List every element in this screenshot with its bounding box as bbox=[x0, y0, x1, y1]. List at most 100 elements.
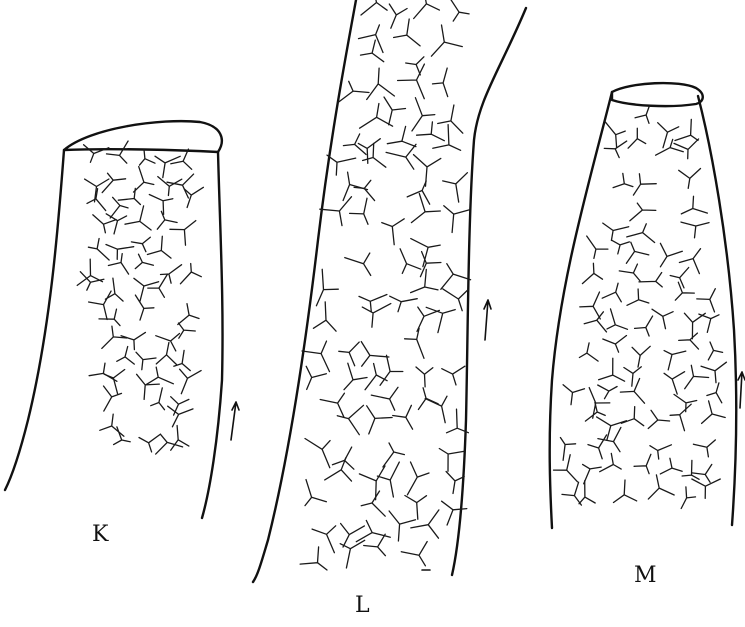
cell-junction bbox=[354, 180, 375, 200]
cell-junction bbox=[140, 150, 156, 166]
cell-junction bbox=[367, 68, 395, 99]
cell-junction bbox=[431, 25, 462, 56]
cell-junction bbox=[699, 314, 719, 332]
cell-junction bbox=[627, 224, 655, 243]
cell-junction bbox=[343, 134, 366, 155]
cell-junction bbox=[697, 289, 716, 312]
cell-junction bbox=[670, 404, 691, 431]
cell-junction bbox=[184, 187, 203, 207]
cell-junction bbox=[102, 173, 125, 192]
cell-junction bbox=[135, 254, 153, 268]
cell-junction bbox=[147, 236, 171, 258]
cell-junction bbox=[146, 367, 173, 385]
cell-junction bbox=[587, 236, 608, 258]
cell-junction bbox=[384, 97, 406, 125]
panel-l-tube-left-edge bbox=[253, 0, 356, 582]
cell-junction bbox=[652, 309, 673, 329]
cell-junction bbox=[613, 173, 633, 187]
cell-junction bbox=[344, 363, 367, 390]
panel-m-cell-network bbox=[554, 106, 727, 509]
cell-junction bbox=[339, 342, 359, 366]
cell-junction bbox=[350, 198, 368, 224]
cell-junction bbox=[106, 245, 134, 260]
panel-m-arrow-icon bbox=[738, 372, 745, 408]
cell-junction bbox=[134, 167, 154, 193]
cell-junction bbox=[361, 0, 387, 15]
cell-junction bbox=[582, 263, 602, 283]
cell-junction bbox=[675, 282, 694, 300]
cell-junction bbox=[635, 316, 653, 336]
cell-junction bbox=[443, 289, 468, 311]
cell-junction bbox=[664, 351, 686, 370]
cell-junction bbox=[180, 264, 201, 284]
cell-junction bbox=[118, 188, 140, 204]
cell-junction bbox=[628, 128, 646, 148]
cell-junction bbox=[597, 417, 627, 440]
cell-junction bbox=[387, 126, 416, 146]
cell-junction bbox=[414, 155, 441, 187]
cell-junction bbox=[630, 203, 656, 221]
cell-junction bbox=[603, 336, 627, 353]
cell-junction bbox=[359, 466, 385, 500]
cell-junction bbox=[151, 388, 165, 410]
panel-m-tube-right-edge bbox=[698, 96, 736, 525]
cell-junction bbox=[360, 104, 393, 129]
cell-junction bbox=[580, 292, 601, 319]
panel-l-cell-network bbox=[300, 0, 471, 570]
cell-junction bbox=[604, 141, 626, 158]
cell-junction bbox=[131, 237, 150, 252]
cell-junction bbox=[361, 40, 384, 62]
cell-junction bbox=[664, 372, 685, 394]
cell-junction bbox=[598, 385, 617, 399]
cell-junction bbox=[648, 410, 669, 428]
cell-junction bbox=[108, 254, 128, 274]
cell-junction bbox=[632, 346, 650, 367]
cell-junction bbox=[398, 64, 425, 99]
cell-junction bbox=[168, 406, 193, 427]
cell-junction bbox=[306, 366, 326, 389]
cell-junction bbox=[407, 462, 429, 495]
cell-junction bbox=[157, 211, 177, 229]
cell-junction bbox=[406, 57, 424, 75]
cell-junction bbox=[417, 122, 445, 141]
cell-junction bbox=[650, 445, 672, 459]
cell-junction bbox=[125, 206, 151, 230]
cell-junction bbox=[685, 365, 709, 388]
cell-junction bbox=[389, 4, 407, 28]
cell-junction bbox=[614, 480, 637, 503]
cell-junction bbox=[679, 249, 700, 274]
cell-junction bbox=[444, 206, 470, 233]
cell-junction bbox=[701, 362, 726, 383]
cell-junction bbox=[442, 366, 465, 385]
cell-junction bbox=[656, 139, 684, 155]
cell-junction bbox=[136, 352, 156, 370]
cell-junction bbox=[106, 214, 126, 234]
panel-k-arrow-icon bbox=[231, 402, 239, 440]
cell-junction bbox=[681, 196, 707, 214]
cell-junction bbox=[320, 197, 352, 226]
cell-junction bbox=[362, 304, 391, 328]
cell-junction bbox=[702, 401, 726, 424]
cell-junction bbox=[692, 464, 712, 482]
panel-l-label: L bbox=[355, 593, 370, 618]
cell-junction bbox=[325, 458, 352, 482]
cell-junction bbox=[660, 243, 682, 266]
cell-junction bbox=[393, 405, 413, 429]
cell-junction bbox=[179, 323, 196, 338]
cell-junction bbox=[386, 144, 416, 169]
cell-junction bbox=[639, 273, 662, 287]
panel-m-drawing bbox=[550, 83, 745, 528]
cell-junction bbox=[441, 264, 471, 290]
cell-junction bbox=[635, 106, 649, 123]
panel-m-top-rim bbox=[612, 83, 703, 106]
cell-junction bbox=[174, 350, 191, 370]
cell-junction bbox=[439, 449, 465, 472]
cell-junction bbox=[692, 479, 721, 498]
cell-junction bbox=[407, 181, 430, 204]
cell-junction bbox=[341, 524, 365, 548]
cell-junction bbox=[443, 173, 468, 202]
cell-junction bbox=[305, 480, 326, 506]
panel-l-tube-right-edge bbox=[452, 8, 526, 575]
cell-junction bbox=[681, 222, 709, 238]
